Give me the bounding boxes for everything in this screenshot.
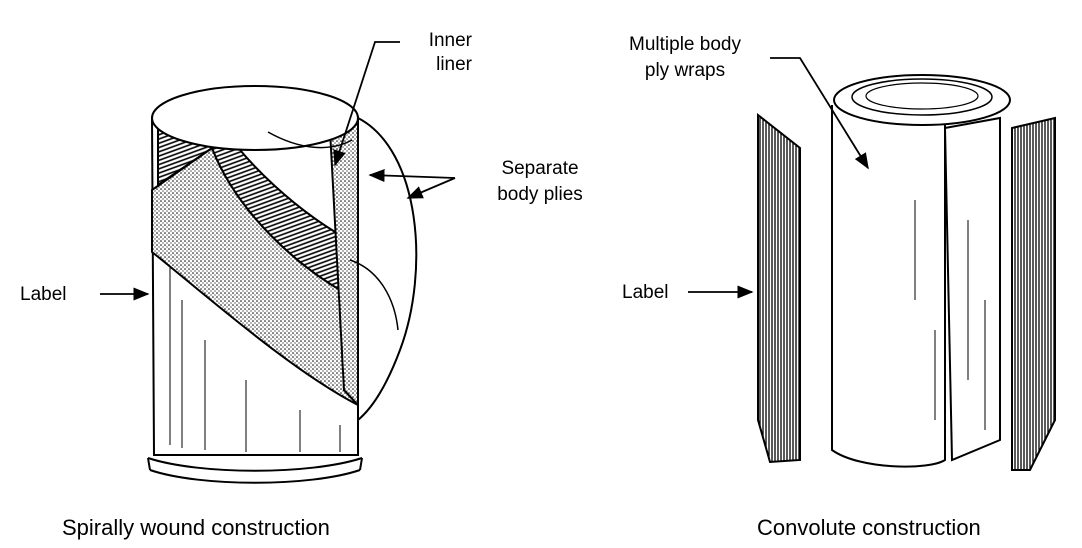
spiral-leader-lines — [100, 41, 456, 301]
convolute-label-callout: Label — [622, 282, 669, 303]
multiple-wraps-callout-line2: ply wraps — [644, 60, 726, 81]
spirally-wound-tube — [147, 85, 418, 484]
multiple-wraps-callout-line1: Multiple body — [629, 34, 741, 55]
spiral-caption: Spirally wound construction — [62, 515, 330, 540]
spiral-label-callout: Label — [20, 284, 67, 305]
separate-plies-callout-line2: body plies — [497, 184, 583, 205]
convolute-leader-lines — [688, 57, 869, 299]
inner-liner-callout-line1: Inner — [428, 30, 472, 51]
label-shading — [169, 260, 341, 452]
inner-liner-callout-line2: liner — [436, 54, 472, 75]
convolute-caption: Convolute construction — [757, 515, 981, 540]
separate-plies-callout-line1: Separate — [501, 158, 579, 179]
convolute-tube — [757, 74, 1056, 471]
